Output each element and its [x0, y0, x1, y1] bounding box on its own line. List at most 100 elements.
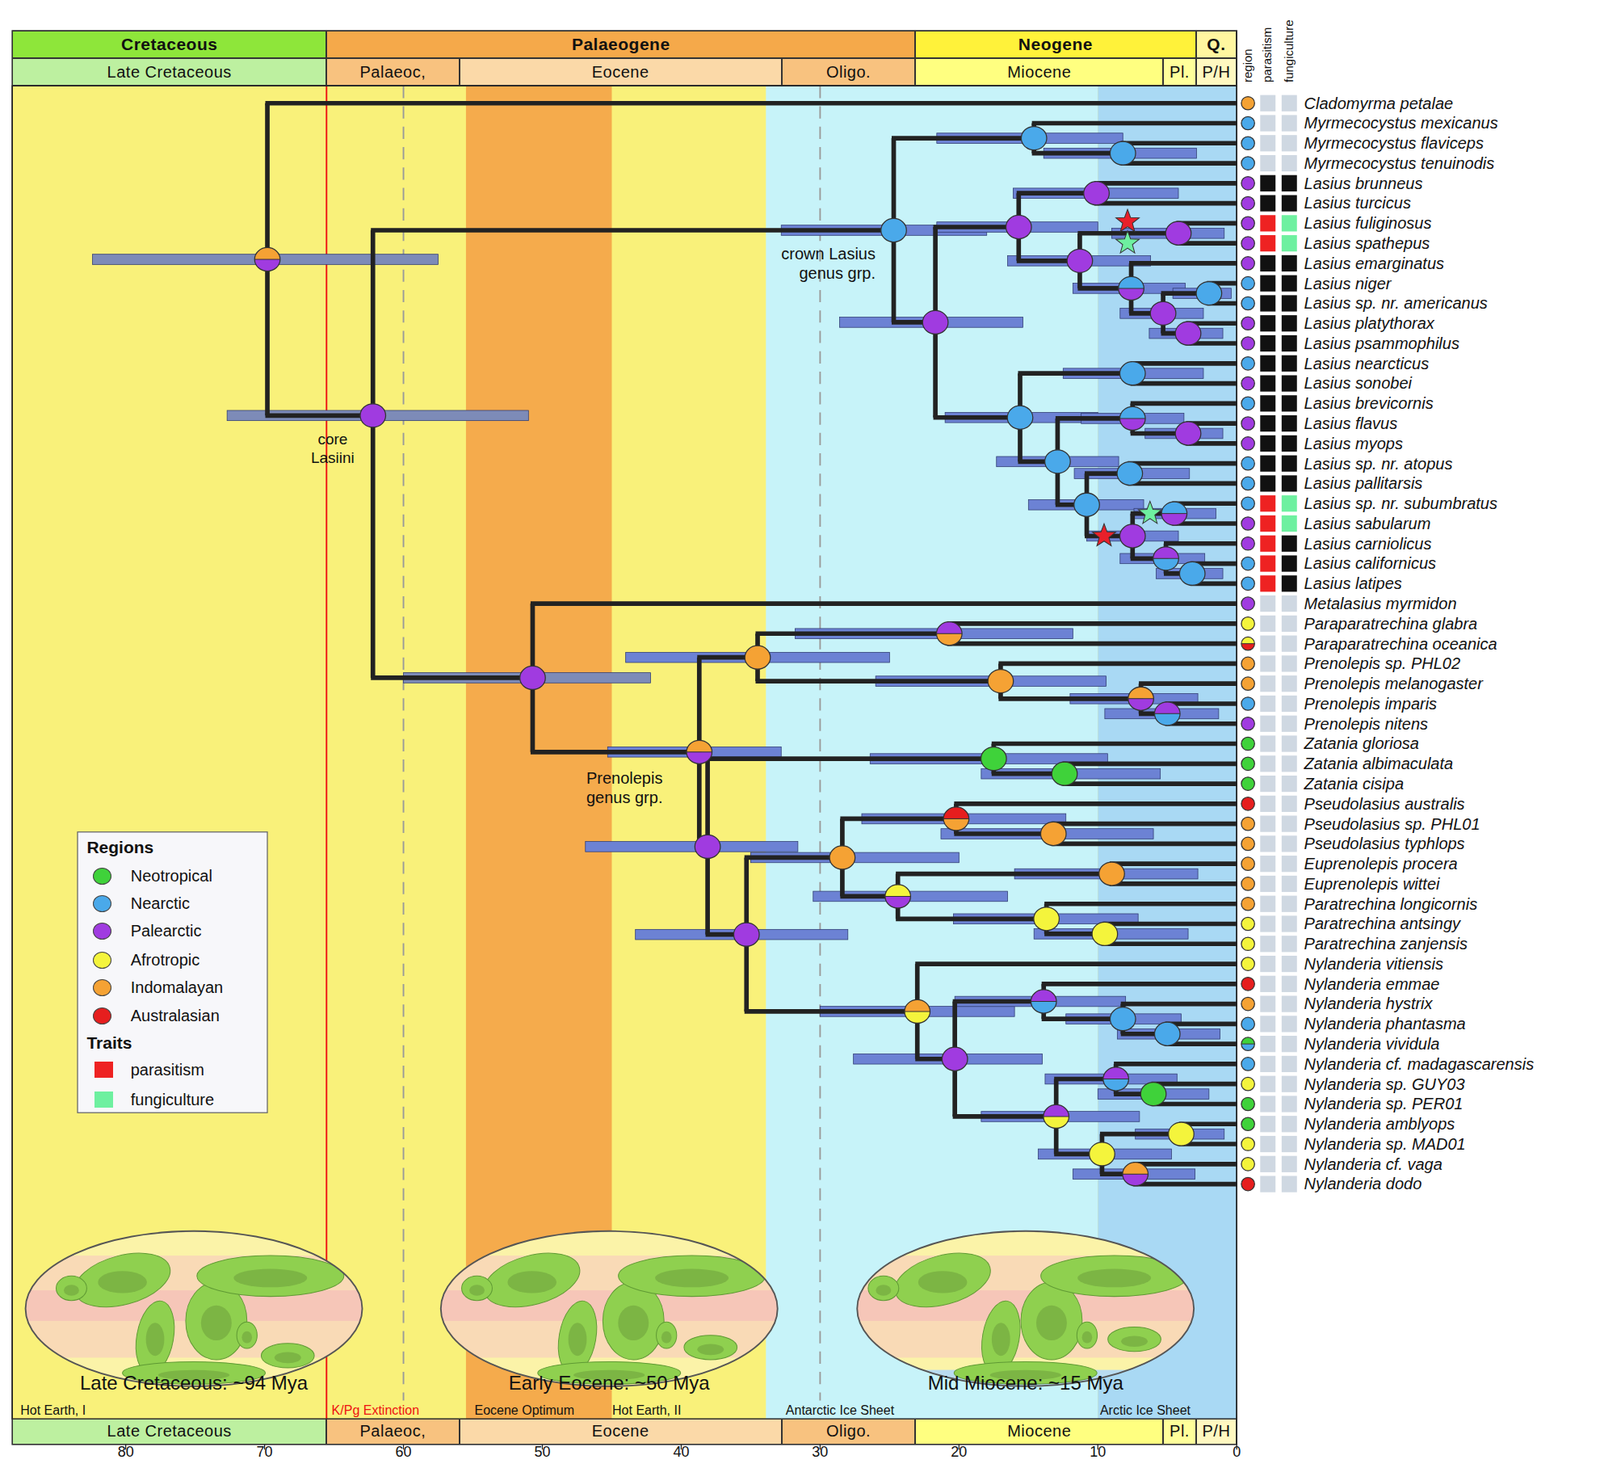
- parasitism-cell: [1259, 554, 1276, 572]
- ancestral-range: [881, 218, 908, 242]
- parasitism-cell: [1259, 695, 1276, 712]
- axis-tick: 50: [533, 1443, 551, 1462]
- climate-note: Antarctic Ice Sheet: [785, 1402, 895, 1418]
- tree-branch: [1062, 781, 1237, 786]
- tip-region: [1241, 877, 1255, 891]
- parasitism-cell: [1259, 815, 1276, 832]
- taxon-name: Lasius sabularum: [1304, 513, 1432, 534]
- fungiculture-cell: [1281, 155, 1298, 172]
- axis-tick: 40: [672, 1443, 689, 1462]
- ancestral-range: [1119, 361, 1146, 386]
- clade-label: Prenolepis genus grp.: [577, 768, 672, 807]
- tree-branch: [998, 661, 1237, 667]
- tree-branch: [1127, 461, 1237, 467]
- paleo-map: [852, 1226, 1200, 1391]
- tip-region: [1241, 776, 1255, 790]
- axis-tick: 80: [117, 1443, 135, 1462]
- ancestral-range: [1083, 181, 1110, 206]
- ancestral-range: [1040, 821, 1067, 845]
- parasitism-cell: [1259, 134, 1276, 152]
- legend-text: Australasian: [130, 1005, 220, 1025]
- tip-region: [1241, 316, 1255, 330]
- tip-region: [1241, 156, 1255, 170]
- fungiculture-cell: [1281, 995, 1298, 1012]
- tree-branch: [895, 871, 1112, 877]
- period-label: P/H: [1202, 62, 1231, 82]
- axis-tick: 20: [950, 1443, 967, 1462]
- paleo-map: [435, 1226, 783, 1389]
- ancestral-range: [987, 669, 1014, 693]
- tree-branch: [530, 600, 1237, 606]
- time-band: P/H: [1196, 1418, 1238, 1445]
- ancestral-range: [1168, 1121, 1195, 1146]
- tip-region: [1241, 897, 1255, 911]
- ancestral-range: [1030, 989, 1057, 1013]
- fungiculture-cell: [1281, 775, 1298, 792]
- parasitism-cell: [1259, 1035, 1276, 1052]
- tip-region: [1241, 356, 1255, 370]
- legend-heading: Traits: [86, 1033, 132, 1054]
- parasitism-cell: [1259, 935, 1276, 952]
- fungiculture-cell: [1281, 455, 1298, 472]
- legend-heading: Regions: [86, 836, 154, 857]
- ancestral-range: [1091, 921, 1118, 945]
- time-band: Oligo.: [781, 58, 916, 86]
- tree-branch: [1130, 361, 1237, 366]
- trait-swatch: [94, 1091, 114, 1108]
- ancestral-range: [744, 645, 771, 669]
- taxon-name: Myrmecocystus mexicanus: [1304, 113, 1499, 133]
- tree-branch: [1032, 151, 1124, 156]
- taxon-name: Lasius californicus: [1304, 553, 1437, 573]
- parasitism-cell: [1259, 515, 1276, 532]
- taxon-name: Zatania albimaculata: [1304, 753, 1454, 773]
- ancestral-range: [1020, 126, 1047, 151]
- parasitism-cell: [1259, 835, 1276, 852]
- tip-region: [1241, 936, 1255, 950]
- tip-region: [1241, 516, 1255, 530]
- taxon-name: Lasius brunneus: [1304, 173, 1424, 194]
- tree-branch: [744, 1008, 918, 1014]
- fungiculture-cell: [1281, 495, 1298, 512]
- tip-region: [1241, 456, 1255, 470]
- fungiculture-cell: [1281, 1095, 1298, 1112]
- taxon-name: Nylanderia hystrix: [1304, 993, 1433, 1013]
- tree-branch: [1151, 1081, 1238, 1087]
- time-band: Miocene: [915, 58, 1164, 86]
- tree-branch: [895, 915, 1047, 921]
- period-label: Pl.: [1169, 62, 1190, 82]
- tip-region: [1241, 1096, 1255, 1110]
- tree-branch: [1109, 881, 1237, 887]
- tip-region: [1241, 1137, 1255, 1151]
- fungiculture-cell: [1281, 374, 1298, 391]
- fungiculture-cell: [1281, 875, 1298, 892]
- clade-label: crown Lasius genus grp.: [760, 243, 876, 283]
- taxon-name: Paraparatrechina glabra: [1304, 613, 1479, 634]
- tip-region: [1241, 797, 1255, 811]
- tree-branch: [1102, 940, 1237, 946]
- taxon-name: Cladomyrma petalae: [1304, 93, 1454, 114]
- tip-region: [1241, 416, 1255, 430]
- fungiculture-cell: [1281, 835, 1298, 852]
- parasitism-cell: [1259, 314, 1276, 332]
- taxon-name: Lasius psammophilus: [1304, 333, 1460, 353]
- ancestral-range: [1122, 1162, 1149, 1186]
- tree-branch: [1133, 1181, 1237, 1187]
- tip-region: [1241, 916, 1255, 930]
- parasitism-cell: [1259, 474, 1276, 492]
- ancestral-range: [1103, 1066, 1130, 1091]
- taxon-name: Nylanderia sp. MAD01: [1304, 1133, 1466, 1154]
- tip-region: [1241, 256, 1255, 270]
- taxon-name: Nylanderia emmae: [1304, 974, 1441, 994]
- fungiculture-cell: [1281, 294, 1298, 311]
- fungiculture-cell: [1281, 1135, 1298, 1152]
- taxon-name: Nylanderia dodo: [1304, 1173, 1423, 1193]
- ancestral-range: [1089, 1142, 1116, 1166]
- parasitism-cell: [1259, 675, 1276, 692]
- parasitism-cell: [1259, 235, 1276, 252]
- parasitism-cell: [1259, 155, 1276, 172]
- tip-region: [1241, 396, 1255, 410]
- taxon-name: Lasius latipes: [1304, 573, 1403, 593]
- parasitism-cell: [1259, 975, 1276, 992]
- tree-branch: [265, 100, 1238, 106]
- tip-region: [1241, 676, 1255, 690]
